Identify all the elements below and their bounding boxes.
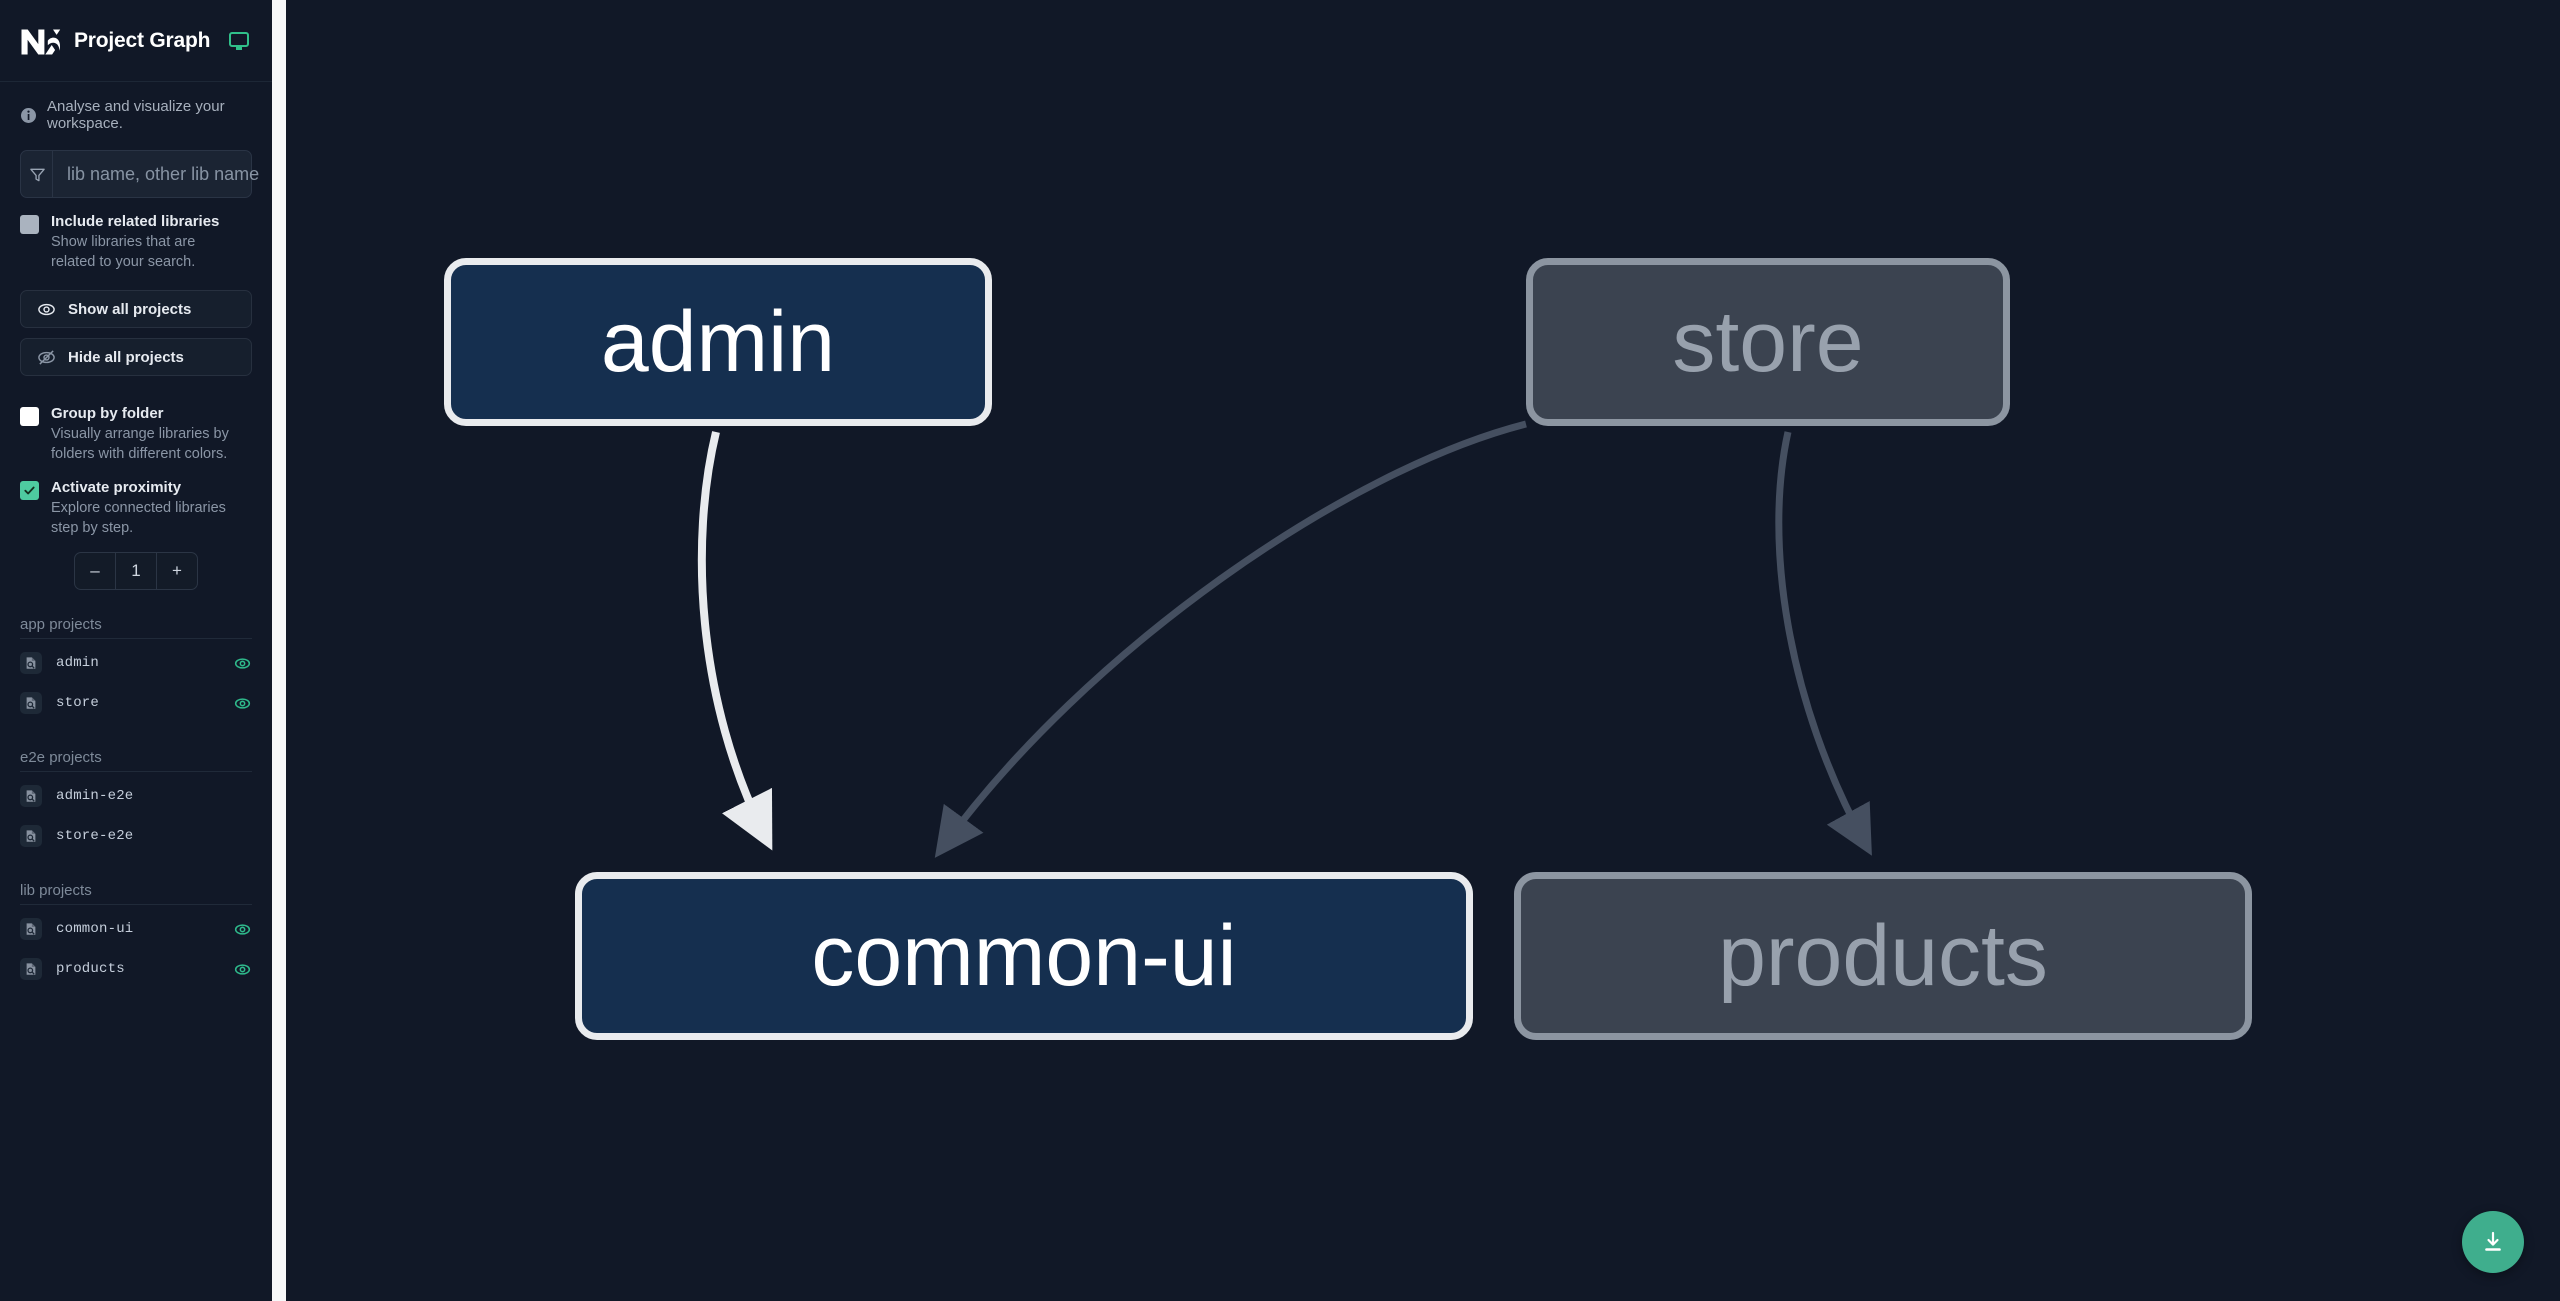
proximity-increment-button[interactable]: + [172, 561, 182, 580]
monitor-icon[interactable] [228, 30, 250, 52]
option-include-related-libraries[interactable]: Include related libraries Show libraries… [0, 198, 272, 272]
download-icon [2485, 1231, 2501, 1251]
project-file-icon [20, 825, 42, 847]
proximity-value: 1 [116, 553, 157, 589]
nx-logo-icon [20, 26, 62, 56]
graph-node-common-ui[interactable]: common-ui [575, 872, 1473, 1040]
edge-admin-to-common-ui [697, 431, 773, 851]
project-name: store-e2e [56, 828, 134, 844]
graph-node-products[interactable]: products [1514, 872, 2252, 1040]
spacer [0, 723, 272, 749]
project-file-icon [20, 958, 42, 980]
divider [20, 771, 252, 772]
project-file-icon [20, 785, 42, 807]
tagline: Analyse and visualize your workspace. [0, 82, 272, 146]
page-title: Project Graph [74, 28, 211, 52]
graph-node-label: common-ui [811, 907, 1237, 1004]
project-list-item-store-e2e[interactable]: store-e2e [0, 816, 272, 856]
option-label: Include related libraries [51, 213, 220, 230]
option-activate-proximity[interactable]: Activate proximity Explore connected lib… [0, 464, 272, 538]
project-list-item-products[interactable]: products [0, 949, 272, 989]
funnel-icon [21, 151, 53, 197]
project-file-icon [20, 652, 42, 674]
show-all-projects-button[interactable]: Show all projects [20, 290, 252, 328]
option-description: Visually arrange libraries by folders wi… [51, 426, 229, 462]
project-group-title: e2e projects [20, 749, 102, 766]
spacer [0, 856, 272, 882]
sidebar-resize-handle[interactable] [272, 0, 286, 1301]
search-input[interactable] [53, 151, 272, 197]
checkbox-activate-proximity[interactable] [20, 481, 39, 500]
tagline-text: Analyse and visualize your workspace. [47, 98, 225, 132]
project-file-icon [20, 692, 42, 714]
project-name: products [56, 961, 125, 977]
option-description: Explore connected libraries step by step… [51, 500, 226, 536]
toggle-visibility-eye-icon[interactable] [233, 920, 252, 939]
eye-off-icon [37, 348, 56, 367]
project-list-item-common-ui[interactable]: common-ui [0, 909, 272, 949]
toggle-visibility-eye-icon[interactable] [233, 694, 252, 713]
proximity-decrement-button[interactable]: – [75, 553, 116, 589]
proximity-stepper[interactable]: – 1 + [74, 552, 198, 590]
eye-icon [37, 300, 56, 319]
download-image-button[interactable] [2462, 1211, 2524, 1273]
project-name: common-ui [56, 921, 134, 937]
divider [20, 904, 252, 905]
graph-node-label: admin [600, 293, 836, 390]
graph-edges [697, 420, 1872, 858]
edge-store-to-common-ui [934, 420, 1527, 858]
project-list-item-admin[interactable]: admin [0, 643, 272, 683]
project-list-item-admin-e2e[interactable]: admin-e2e [0, 776, 272, 816]
option-group-by-folder[interactable]: Group by folder Visually arrange librari… [0, 390, 272, 464]
search-box[interactable] [20, 150, 272, 198]
checkbox-group-by-folder[interactable] [20, 407, 39, 426]
project-list: app projects admin store e2e projects ad… [0, 590, 272, 1301]
hide-all-projects-label: Hide all projects [68, 348, 184, 366]
option-label: Group by folder [51, 405, 164, 422]
project-name: store [56, 695, 100, 711]
graph-node-admin[interactable]: admin [444, 258, 992, 426]
graph-node-label: store [1672, 293, 1864, 390]
show-all-projects-label: Show all projects [68, 300, 192, 318]
sidebar: Project Graph Analyse and visualize your… [0, 0, 272, 1301]
info-icon [20, 107, 37, 124]
project-name: admin [56, 655, 100, 671]
check-icon [24, 486, 35, 495]
toggle-visibility-eye-icon[interactable] [233, 960, 252, 979]
graph-node-label: products [1718, 907, 2048, 1004]
project-list-item-store[interactable]: store [0, 683, 272, 723]
graph-canvas[interactable]: admin store common-ui products [286, 0, 2560, 1301]
toggle-visibility-eye-icon[interactable] [233, 654, 252, 673]
project-name: admin-e2e [56, 788, 134, 804]
graph-node-store[interactable]: store [1526, 258, 2010, 426]
project-file-icon [20, 918, 42, 940]
hide-all-projects-button[interactable]: Hide all projects [20, 338, 252, 376]
project-group-title: app projects [20, 616, 102, 633]
divider [20, 638, 252, 639]
checkbox-include-related-libraries[interactable] [20, 215, 39, 234]
option-label: Activate proximity [51, 479, 182, 496]
sidebar-header: Project Graph [0, 0, 272, 82]
edge-store-to-products [1775, 431, 1872, 856]
toggle-visibility-eye-icon[interactable] [233, 827, 252, 846]
toggle-visibility-eye-icon[interactable] [233, 787, 252, 806]
project-group-title: lib projects [20, 882, 92, 899]
option-description: Show libraries that are related to your … [51, 234, 196, 270]
